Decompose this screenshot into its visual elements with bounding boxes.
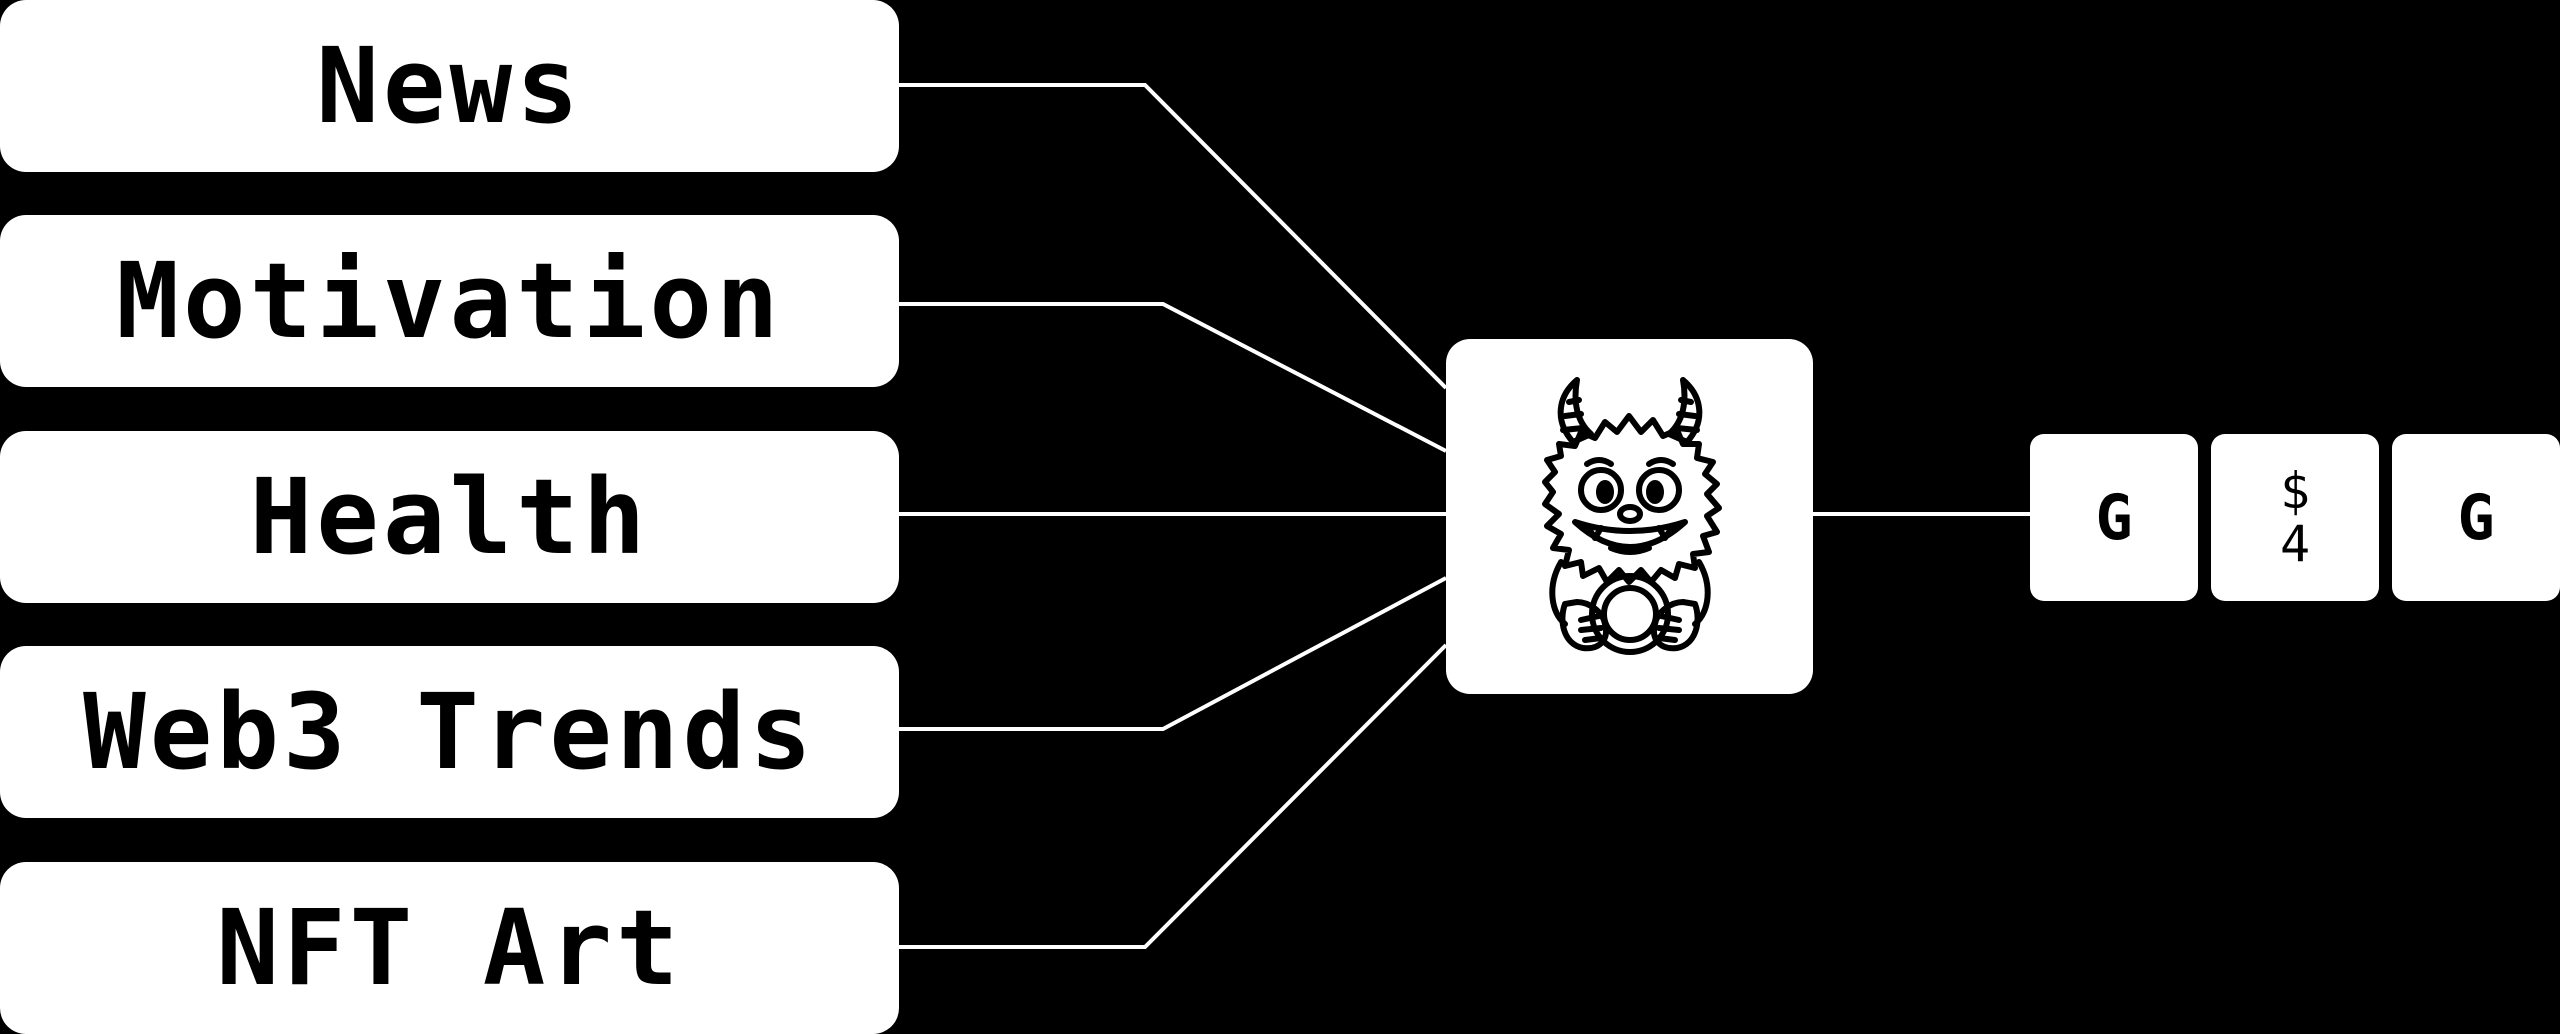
topic-nft-art: NFT Art (0, 862, 899, 1034)
tile-glyph-top: $ (2279, 462, 2311, 520)
tile-stack: $ 4 (2280, 465, 2310, 570)
topic-label: Health (249, 456, 650, 578)
output-tile-dollar-4: $ 4 (2211, 434, 2379, 601)
monster-mascot-icon (1541, 376, 1722, 655)
topic-label: News (316, 25, 583, 147)
connector-motivation (899, 302, 1447, 453)
tile-glyph-bottom: 4 (2279, 514, 2311, 573)
tile-glyph: G (2457, 480, 2495, 554)
connector-nft-art (899, 643, 1448, 949)
topic-motivation: Motivation (0, 215, 899, 387)
output-tile-g: G (2392, 434, 2560, 601)
topic-news: News (0, 0, 899, 172)
output-tile-g: G (2030, 434, 2198, 601)
connector-web3-trends (899, 576, 1447, 731)
topic-web3-trends: Web3 Trends (0, 646, 899, 818)
topic-label: Web3 Trends (83, 671, 816, 793)
hub-node (1446, 339, 1813, 694)
connector-news (899, 83, 1448, 390)
tile-glyph: G (2095, 480, 2133, 554)
topic-label: Motivation (116, 240, 783, 362)
topic-label: NFT Art (216, 887, 683, 1009)
topic-health: Health (0, 431, 899, 603)
